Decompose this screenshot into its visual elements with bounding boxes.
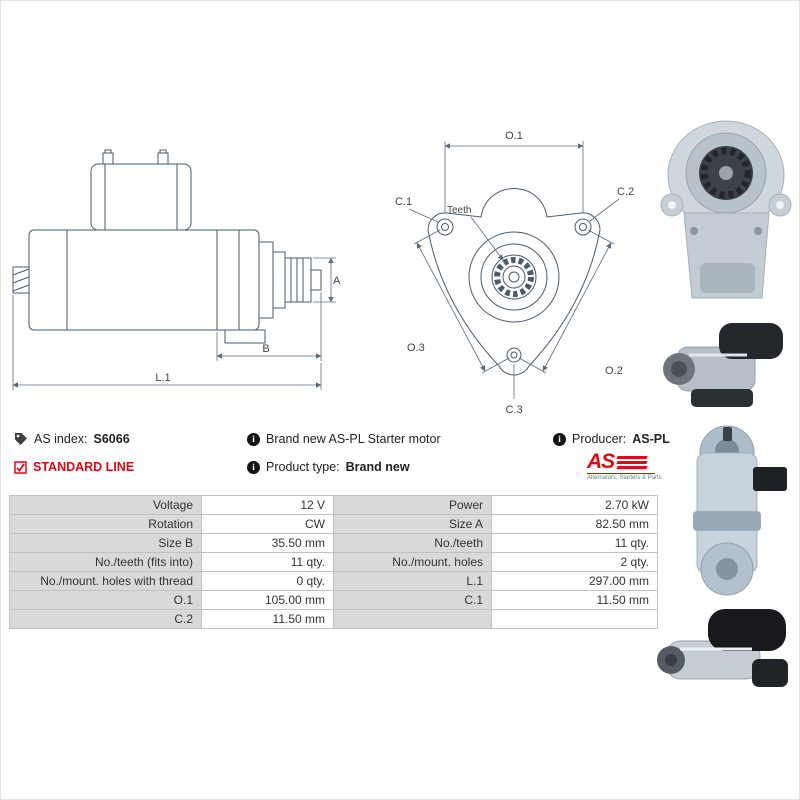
info-icon: i (247, 460, 260, 474)
dim-label-o1: O.1 (505, 130, 523, 142)
spec-value-cell: 105.00 mm (201, 590, 334, 610)
spec-value-cell: 0 qty. (201, 571, 334, 591)
spec-label-cell: L.1 (333, 571, 492, 591)
spec-value-cell: 35.50 mm (201, 533, 334, 553)
spec-value-cell: 12 V (201, 495, 334, 515)
checkbox-icon (14, 460, 27, 474)
spec-value-cell: 297.00 mm (491, 571, 658, 591)
as-index-value: S6066 (93, 432, 130, 446)
spec-label-cell: Size A (333, 514, 492, 534)
dim-label-c1: C.1 (395, 196, 412, 208)
starter-angle-photo-2 (657, 609, 788, 687)
info-column-center: i Brand new AS-PL Starter motor i Produc… (247, 431, 441, 487)
spec-value-cell: 11.50 mm (491, 590, 658, 610)
mounting-view-diagram: O.1 C.1 C.2 Teeth O.3 O.2 C.3 (395, 130, 634, 416)
brand-new-row: i Brand new AS-PL Starter motor (247, 431, 441, 447)
product-photo-top[interactable] (653, 421, 799, 601)
spec-label-cell (333, 609, 492, 629)
spec-label-cell: No./teeth (fits into) (9, 552, 202, 572)
product-photo-front[interactable] (654, 113, 799, 313)
spec-value-cell (491, 609, 658, 629)
info-icon: i (553, 432, 566, 446)
spec-label-cell: No./mount. holes (333, 552, 492, 572)
spec-value-cell: 82.50 mm (491, 514, 658, 534)
info-icon: i (247, 432, 260, 446)
table-row: Size B 35.50 mm No./teeth 11 qty. (9, 533, 658, 553)
logo-subtext: Alternators, Starters & Parts (587, 472, 662, 481)
spec-label-cell: Rotation (9, 514, 202, 534)
producer-value: AS-PL (632, 432, 670, 446)
spec-value-cell: 2.70 kW (491, 495, 658, 515)
table-row: O.1 105.00 mm C.1 11.50 mm (9, 590, 658, 610)
logo-text: AS (587, 450, 615, 473)
side-view-diagram: A B L.1 (12, 149, 341, 390)
standard-line-label: STANDARD LINE (33, 460, 135, 474)
table-row: No./mount. holes with thread 0 qty. L.1 … (9, 571, 658, 591)
starter-front-photo (660, 120, 792, 299)
dim-label-o3: O.3 (407, 342, 425, 354)
product-photo-angle-1[interactable] (659, 309, 794, 424)
spec-value-cell: 11 qty. (201, 552, 334, 572)
product-type-label: Product type: (266, 460, 340, 474)
spec-value-cell: 11 qty. (491, 533, 658, 553)
producer-row: i Producer: AS-PL (553, 431, 670, 447)
dim-label-b: B (262, 343, 269, 355)
spec-label-cell: C.1 (333, 590, 492, 610)
standard-line-row: STANDARD LINE (14, 459, 134, 475)
dim-label-o2: O.2 (605, 365, 623, 377)
starter-top-photo (693, 425, 787, 596)
starter-angle-photo-1 (663, 323, 783, 407)
as-index-row: AS index: S6066 (14, 431, 134, 447)
info-column-left: AS index: S6066 STANDARD LINE (14, 431, 134, 487)
info-column-right: i Producer: AS-PL (553, 431, 670, 459)
table-row: Voltage 12 V Power 2.70 kW (9, 495, 658, 515)
spec-label-cell: C.2 (9, 609, 202, 629)
spec-value-cell: 11.50 mm (201, 609, 334, 629)
dim-label-l1: L.1 (155, 372, 170, 384)
table-row: Rotation CW Size A 82.50 mm (9, 514, 658, 534)
dim-label-c2: C.2 (617, 186, 634, 198)
product-photo-angle-2[interactable] (656, 597, 798, 706)
spec-value-cell: CW (201, 514, 334, 534)
tag-icon (15, 433, 27, 445)
spec-label-cell: Power (333, 495, 492, 515)
product-type-value: Brand new (345, 460, 410, 474)
logo-stripes (616, 455, 648, 471)
spec-value-cell: 2 qty. (491, 552, 658, 572)
product-type-row: i Product type: Brand new (247, 459, 441, 475)
dim-label-c3: C.3 (505, 404, 522, 416)
spec-label-cell: O.1 (9, 590, 202, 610)
spec-label-cell: No./mount. holes with thread (9, 571, 202, 591)
dim-label-a: A (333, 275, 341, 287)
spec-table: Voltage 12 V Power 2.70 kW Rotation CW S… (9, 495, 658, 629)
as-index-label: AS index: (34, 432, 88, 446)
as-pl-logo: AS Alternators, Starters & Parts (587, 450, 662, 481)
table-row: C.2 11.50 mm (9, 609, 658, 629)
spec-label-cell: Voltage (9, 495, 202, 515)
table-row: No./teeth (fits into) 11 qty. No./mount.… (9, 552, 658, 572)
spec-label-cell: No./teeth (333, 533, 492, 553)
producer-label: Producer: (572, 432, 627, 446)
brand-new-text: Brand new AS-PL Starter motor (266, 432, 441, 446)
teeth-label: Teeth (447, 205, 471, 216)
spec-label-cell: Size B (9, 533, 202, 553)
